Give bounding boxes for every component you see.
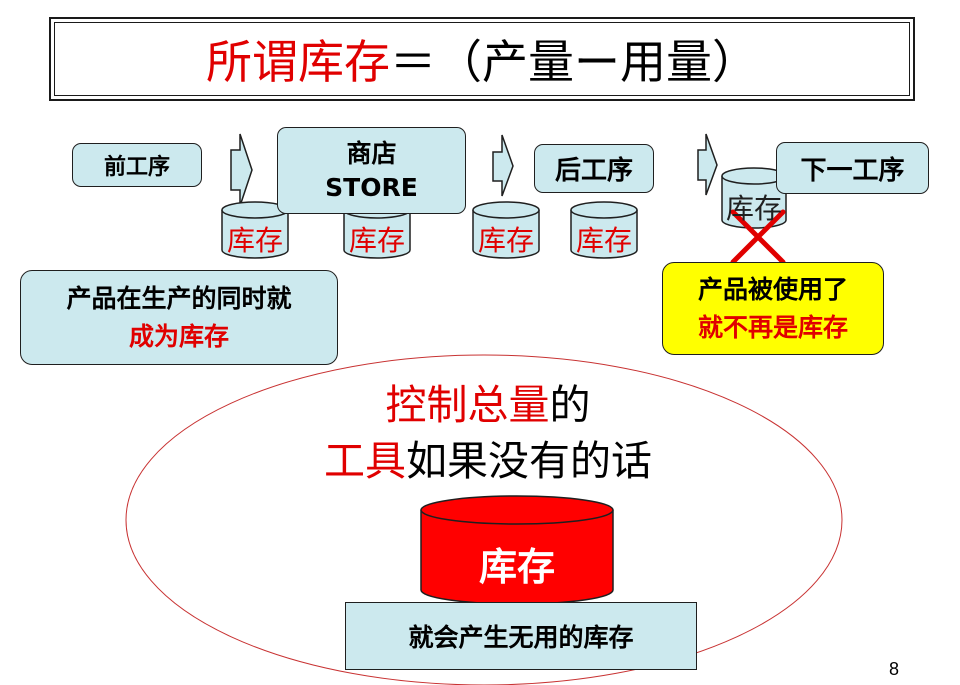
store-label-cn: 商店 xyxy=(346,138,397,168)
ellipse-line1: 控制总量的 xyxy=(386,385,591,426)
note-used-box: 产品被使用了 就不再是库存 xyxy=(662,262,884,355)
inventory-cylinder-icon xyxy=(221,201,289,259)
ellipse-line2-black: 如果没有的话 xyxy=(406,437,652,485)
note-produced-box: 产品在生产的同时就 成为库存 xyxy=(20,270,338,365)
note-produced-line1: 产品在生产的同时就 xyxy=(66,283,292,313)
process-before-label: 前工序 xyxy=(103,155,170,180)
store-box: 商店 STORE xyxy=(277,127,466,214)
store-label-en: STORE xyxy=(325,172,418,202)
useless-inventory-box: 就会产生无用的库存 xyxy=(345,602,697,670)
big-inventory-label: 库存 xyxy=(478,545,556,589)
arrow-right-icon xyxy=(697,133,718,196)
process-next-label: 下一工序 xyxy=(800,155,905,186)
arrow-right-icon xyxy=(230,133,253,207)
inventory-label: 库存 xyxy=(226,224,284,257)
note-used-line1: 产品被使用了 xyxy=(697,274,848,304)
process-after-box: 后工序 xyxy=(534,144,654,193)
inventory-cylinder-icon xyxy=(472,201,540,259)
inventory-label: 库存 xyxy=(477,224,535,257)
note-used-line2: 就不再是库存 xyxy=(697,312,848,342)
inventory-label: 库存 xyxy=(575,224,633,257)
process-next-box: 下一工序 xyxy=(776,142,929,194)
inventory-label: 库存 xyxy=(348,224,406,257)
page-number: 8 xyxy=(889,659,900,679)
title-red-part: 所谓库存 xyxy=(206,35,390,89)
ellipse-line1-red: 控制总量 xyxy=(385,381,550,429)
ellipse-line2-red: 工具 xyxy=(324,437,406,485)
process-before-box: 前工序 xyxy=(72,143,202,187)
note-produced-line2: 成为库存 xyxy=(128,321,229,351)
title-box: 所谓库存＝（产量ー用量） xyxy=(49,17,915,101)
big-inventory-cylinder-icon xyxy=(420,495,614,605)
arrow-right-icon xyxy=(492,134,514,197)
ellipse-line1-black: 的 xyxy=(549,381,591,429)
title-black-part: ＝（产量ー用量） xyxy=(390,35,758,89)
ellipse-line2: 工具如果没有的话 xyxy=(324,441,652,482)
outer-ellipse xyxy=(125,354,843,685)
inventory-label-consumed: 库存 xyxy=(725,192,783,225)
cross-icon xyxy=(730,209,786,265)
useless-inventory-label: 就会产生无用的库存 xyxy=(408,623,634,652)
process-after-label: 后工序 xyxy=(554,156,633,186)
inventory-cylinder-icon xyxy=(570,201,638,259)
